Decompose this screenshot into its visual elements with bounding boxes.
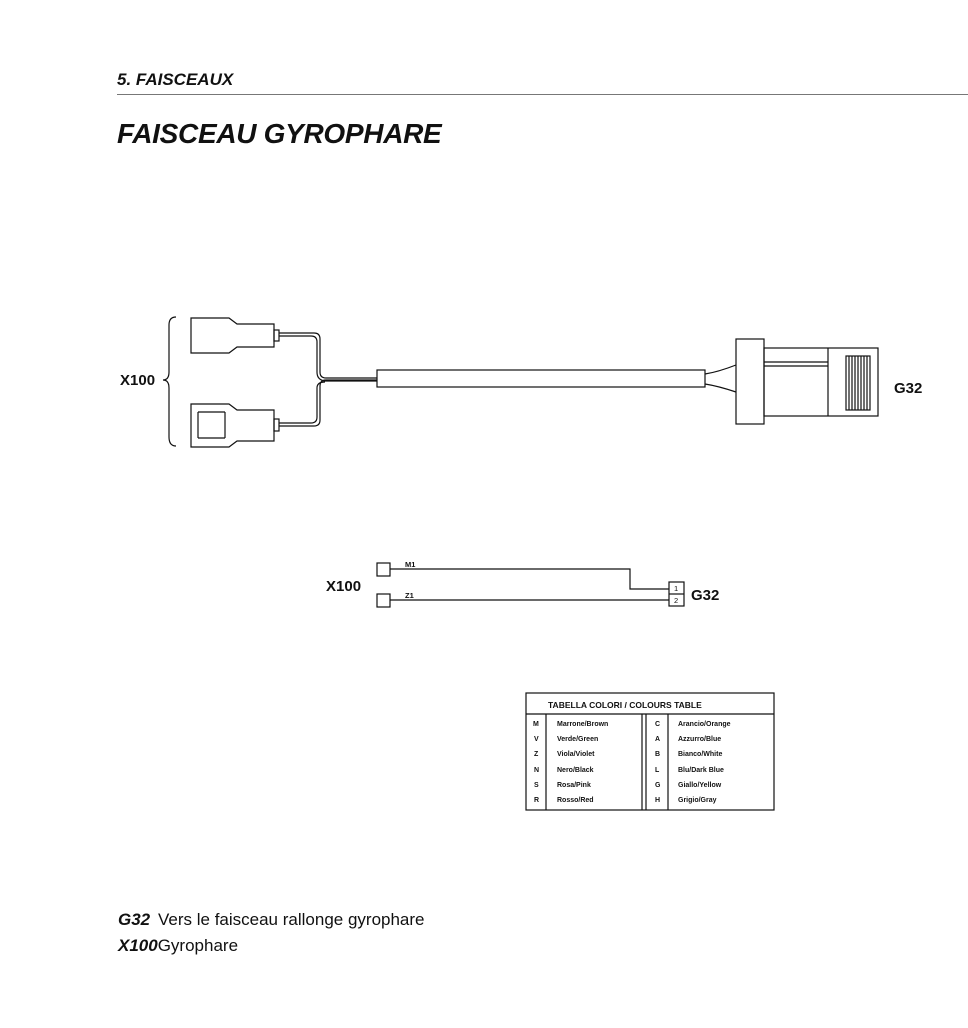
color-table-title: TABELLA COLORI / COLOURS TABLE (548, 700, 702, 710)
branch-wire-top (279, 332, 377, 379)
color-name: Marrone/Brown (557, 721, 608, 728)
header-divider (117, 94, 968, 95)
color-code: G (655, 782, 661, 789)
color-name: Grigio/Gray (678, 797, 717, 804)
color-code: V (534, 736, 539, 743)
x100-connector-top (190, 317, 280, 354)
color-code: R (534, 797, 539, 804)
pin-number-2: 2 (674, 596, 678, 605)
legend-item-x100: X100Gyrophare (118, 936, 238, 956)
color-code: S (534, 782, 539, 789)
color-table-frame (525, 692, 775, 811)
color-name: Nero/Black (557, 767, 594, 774)
legend-code: G32 (118, 910, 151, 929)
legend-item-g32: G32 Vers le faisceau rallonge gyrophare (118, 910, 425, 930)
color-name: Azzurro/Blue (678, 736, 721, 743)
schematic-pin-z1 (376, 593, 391, 608)
color-code: Z (534, 751, 539, 758)
g32-connector (735, 338, 879, 425)
legend-text: Gyrophare (157, 936, 239, 955)
legend-code: X100 (118, 936, 158, 955)
harness-sheath (376, 369, 706, 388)
color-code: L (655, 767, 660, 774)
color-name: Giallo/Yellow (678, 782, 722, 789)
color-name: Arancio/Orange (678, 721, 731, 728)
color-name: Blu/Dark Blue (678, 767, 724, 774)
pin-number-1: 1 (674, 584, 678, 593)
page-title: FAISCEAU GYROPHARE (117, 118, 442, 149)
wire-code-m1: M1 (405, 560, 415, 569)
color-code: A (655, 736, 660, 743)
schematic-label-g32: G32 (691, 587, 719, 604)
drawing-label-g32: G32 (894, 380, 922, 397)
branch-wire-bottom (279, 379, 377, 427)
legend-text: Vers le faisceau rallonge gyrophare (158, 910, 425, 929)
color-code: C (655, 721, 660, 728)
x100-connector-bottom (190, 403, 280, 448)
wire-code-z1: Z1 (405, 591, 414, 600)
color-code: H (655, 797, 660, 804)
color-name: Rosa/Pink (557, 782, 591, 789)
schematic-label-x100: X100 (326, 578, 361, 595)
drawing-label-x100: X100 (120, 372, 155, 389)
connector-brace (162, 316, 177, 447)
color-code: N (534, 767, 539, 774)
color-name: Viola/Violet (557, 751, 595, 758)
color-name: Verde/Green (557, 736, 598, 743)
color-name: Bianco/White (678, 751, 722, 758)
color-name: Rosso/Red (557, 797, 594, 804)
color-code: M (533, 721, 539, 728)
color-code: B (655, 751, 660, 758)
schematic-pin-m1 (376, 562, 391, 577)
schematic-wire-m1 (390, 568, 669, 590)
section-heading: 5. FAISCEAUX (117, 70, 234, 89)
